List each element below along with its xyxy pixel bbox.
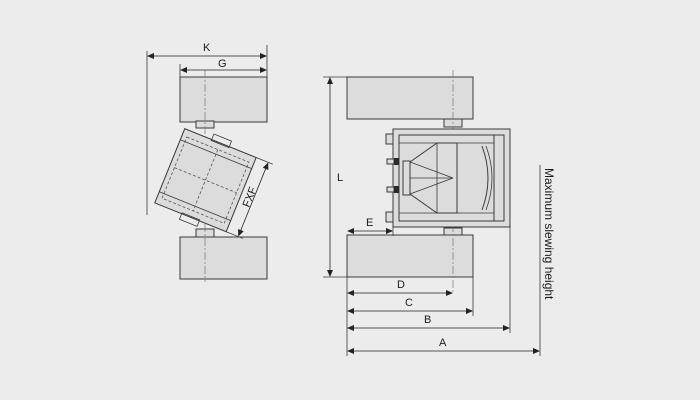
label-max-slewing-height: Maximum slewing height: [542, 168, 556, 300]
label-k: K: [203, 42, 211, 54]
label-e: E: [366, 217, 373, 229]
fitting-bottom: [385, 211, 394, 223]
label-a: A: [439, 337, 447, 349]
right-top-plate: [346, 76, 474, 120]
bolt-top: [386, 158, 399, 165]
fitting-top: [385, 133, 394, 145]
right-view: L E D C B A Maximum slewing height: [323, 70, 556, 356]
right-bottom-plate: [346, 234, 474, 278]
label-g: G: [218, 58, 227, 70]
label-c: C: [405, 297, 413, 309]
label-d: D: [397, 279, 405, 291]
right-curve: [481, 145, 489, 211]
housing-right-band: [493, 134, 505, 222]
label-b: B: [424, 314, 431, 326]
left-tilted-body: [154, 128, 273, 239]
bolt-bottom: [386, 186, 399, 193]
bearing-block: [402, 160, 411, 196]
left-top-plate: [179, 76, 268, 123]
label-l: L: [337, 172, 343, 184]
left-view: FXF K G: [146, 42, 273, 282]
left-bottom-plate: [179, 236, 268, 280]
